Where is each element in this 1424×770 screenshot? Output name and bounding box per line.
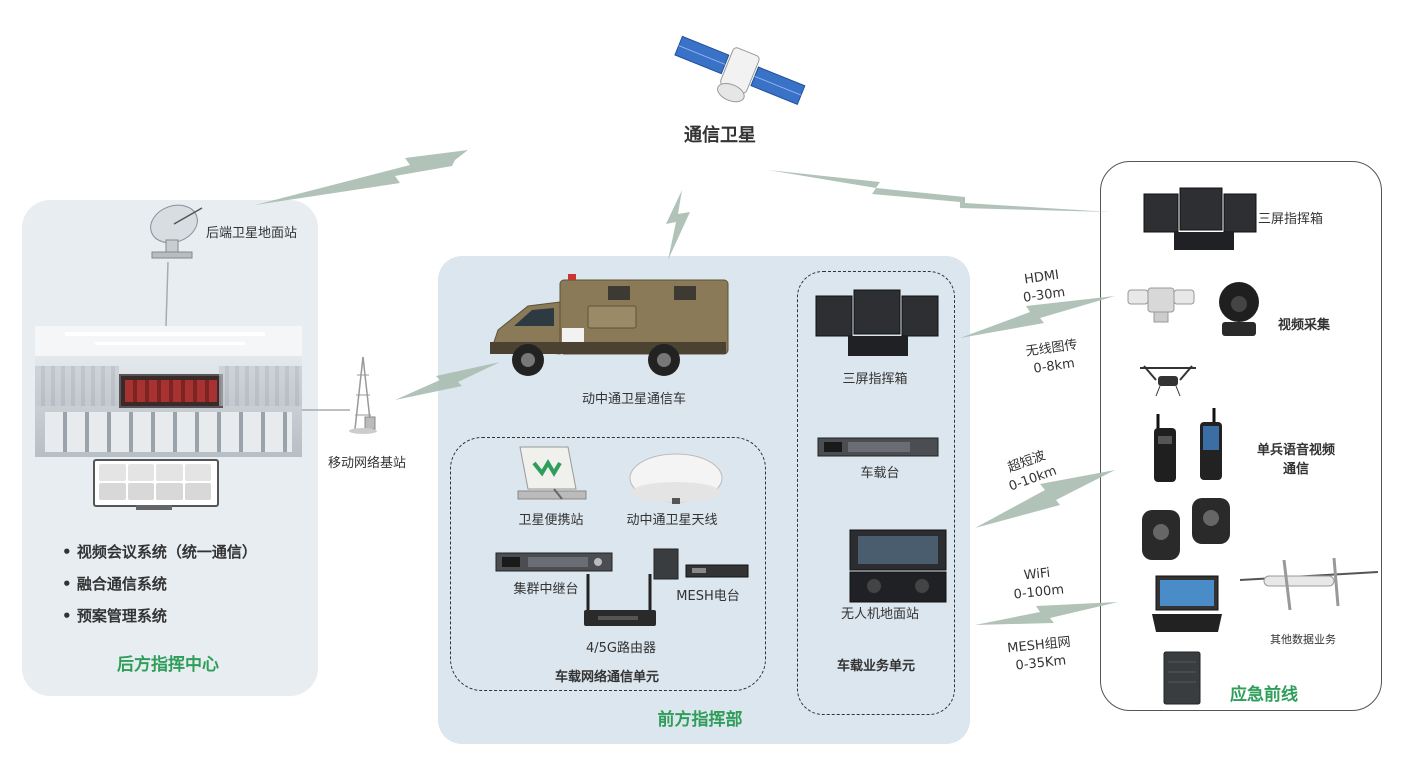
bolt-wifi (975, 602, 1118, 625)
business-item-2: 车载台 (860, 466, 900, 481)
network-item-1: 卫星便携站 (518, 513, 584, 528)
business-item-1: 三屏指挥箱 (842, 372, 908, 387)
business-unit-box (797, 271, 955, 715)
network-item-4: MESH电台 (676, 589, 740, 604)
base-station-label: 移动网络基站 (327, 456, 407, 471)
network-item-3: 集群中继台 (513, 582, 579, 597)
satellite-label: 通信卫星 (684, 125, 756, 146)
ground-station-dish-icon (150, 204, 203, 259)
trunk-relay-icon (495, 552, 613, 572)
network-unit-title: 车载网络通信单元 (554, 670, 660, 685)
three-screen-box-icon (815, 289, 939, 356)
satellite-portable-station-icon (517, 446, 587, 500)
control-room-image (35, 326, 302, 457)
rugged-laptop-icon (1152, 575, 1222, 632)
video-conference-screen (93, 459, 219, 507)
mesh-node-icon (1163, 651, 1201, 705)
video-wall (119, 374, 223, 408)
satellite-icon (674, 35, 806, 106)
front-command-title: 前方指挥部 (657, 710, 743, 730)
link-station-room (165, 261, 169, 327)
bolt-hdmi (960, 296, 1115, 338)
ground-station-label: 后端卫星地面站 (206, 226, 298, 241)
frontline-three-screen-box-icon (1143, 187, 1257, 250)
bullet-1: • 视频会议系统（统一通信） (62, 543, 257, 561)
vtol-drone-icon (1239, 557, 1379, 611)
mobile-satellite-antenna-icon (629, 453, 723, 504)
network-item-2: 动中通卫星天线 (626, 513, 718, 528)
handheld-radio-icon (1154, 414, 1176, 482)
body-camera-icon (1142, 498, 1230, 560)
bolt-sat-to-back (255, 150, 468, 205)
frontline-item-3: 单兵语音视频通信 (1256, 443, 1336, 477)
vehicle-label: 动中通卫星通信车 (581, 392, 687, 407)
frontline-panel (1100, 161, 1382, 711)
bolt-base-to-vehicle (395, 362, 500, 400)
frontline-item-5: 其他数据业务 (1270, 633, 1336, 646)
frontline-item-2: 视频采集 (1278, 318, 1331, 333)
back-center-title: 后方指挥中心 (117, 655, 219, 675)
bolt-radio (975, 470, 1115, 528)
router-icon (584, 574, 656, 626)
ptz-camera-icon (1127, 287, 1195, 323)
smart-terminal-icon (1200, 408, 1222, 480)
frontline-title: 应急前线 (1230, 685, 1298, 705)
network-unit-box (450, 437, 766, 691)
business-item-3: 无人机地面站 (840, 607, 920, 622)
bolt-sat-to-frontline (768, 170, 1110, 212)
drone-icon (1140, 365, 1196, 397)
vehicle-radio-icon (817, 437, 939, 457)
network-item-5: 4/5G路由器 (586, 641, 656, 656)
business-unit-title: 车载业务单元 (836, 659, 916, 674)
screen-stand (136, 505, 172, 510)
bullet-2: • 融合通信系统 (62, 575, 167, 593)
vehicle-icon (490, 274, 729, 376)
frontline-item-1: 三屏指挥箱 (1258, 212, 1324, 227)
bullet-3: • 预案管理系统 (62, 607, 167, 625)
dome-camera-icon (1219, 282, 1259, 336)
base-station-tower-icon (349, 356, 377, 434)
bolt-sat-to-front (666, 190, 690, 260)
mesh-radio-icon (653, 548, 749, 580)
drone-ground-station-icon (849, 529, 947, 603)
